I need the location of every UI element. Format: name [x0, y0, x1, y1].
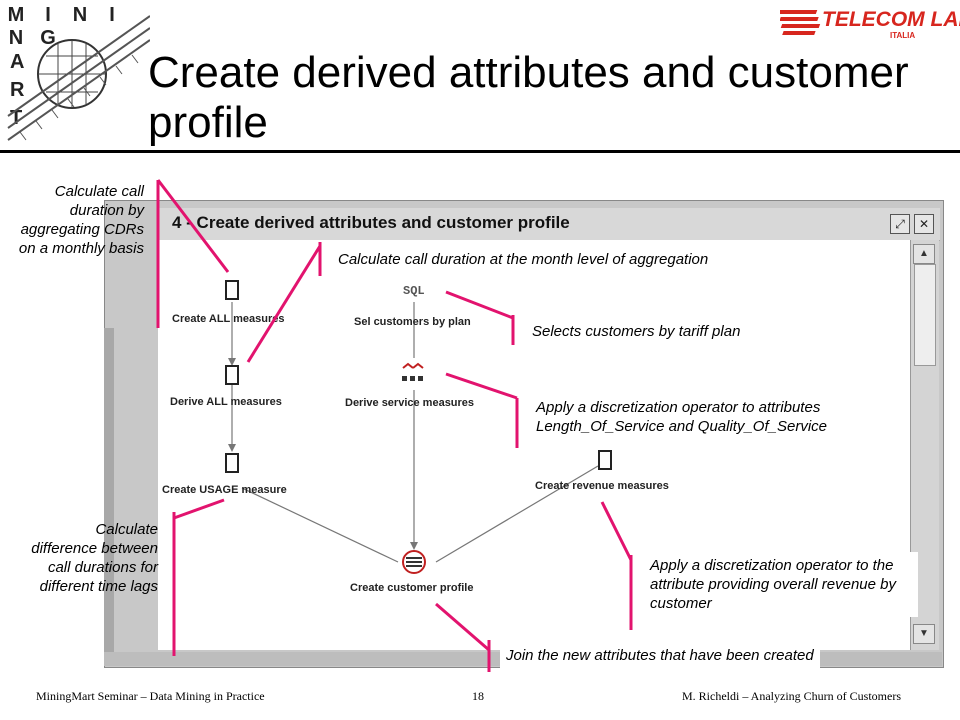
node-create-customer-profile[interactable]: Create customer profile — [350, 582, 474, 594]
telecom-lab-logo: TELECOM LAB ITALIA — [780, 6, 960, 46]
sql-icon[interactable]: SQL — [403, 284, 425, 298]
annotation-tariff-plan: Selects customers by tariff plan — [532, 323, 741, 340]
annotation-discretize-revenue: Apply a discretization operator to the a… — [644, 552, 918, 617]
workflow-edges — [228, 302, 599, 563]
join-icon[interactable] — [400, 548, 428, 576]
window-titlebar[interactable] — [158, 208, 940, 241]
scroll-down-icon[interactable]: ▼ — [913, 624, 935, 644]
discretization-icon[interactable] — [400, 362, 426, 384]
annotation-difference: Calculate difference between call durati… — [31, 521, 158, 595]
operator-node-icon[interactable] — [225, 453, 239, 473]
close-icon[interactable]: ✕ — [914, 214, 934, 234]
node-create-revenue-measures[interactable]: Create revenue measures — [535, 480, 669, 492]
annotation-discretize-service: Apply a discretization operator to attri… — [536, 399, 827, 435]
page-title: Create derived attributes and customer p… — [148, 48, 909, 147]
node-derive-service-measures[interactable]: Derive service measures — [345, 397, 475, 409]
logo-globe-graphic — [7, 15, 150, 141]
footer-page-number: 18 — [472, 689, 484, 703]
annotation-join: Join the new attributes that have been c… — [500, 642, 820, 669]
operator-node-icon[interactable] — [225, 280, 239, 300]
brand-sub: ITALIA — [890, 31, 916, 40]
footer-right: M. Richeldi – Analyzing Churn of Custome… — [682, 689, 901, 703]
node-derive-all-measures[interactable]: Derive ALL measures — [170, 396, 282, 408]
node-sel-customers-by-plan[interactable]: Sel customers by plan — [354, 316, 471, 328]
brand-main: TELECOM LAB — [822, 8, 960, 31]
title-divider — [0, 150, 960, 153]
window-title: 4 - Create derived attributes and custom… — [172, 213, 570, 232]
annotation-month-level: Calculate call duration at the month lev… — [338, 251, 709, 268]
window-left-frame — [104, 328, 114, 666]
operator-node-icon[interactable] — [598, 450, 612, 470]
footer-left: MiningMart Seminar – Data Mining in Prac… — [36, 689, 265, 703]
restore-icon[interactable]: ⤢ — [890, 214, 910, 234]
operator-node-icon[interactable] — [225, 365, 239, 385]
node-create-all-measures[interactable]: Create ALL measures — [172, 313, 285, 325]
telecom-stripes-graphic — [780, 10, 821, 35]
annotation-call-duration-aggregate: Calculate call duration by aggregating C… — [18, 183, 144, 257]
node-create-usage-measure[interactable]: Create USAGE measure — [162, 484, 287, 496]
scroll-up-icon[interactable]: ▲ — [913, 244, 935, 264]
scroll-thumb[interactable] — [914, 264, 936, 366]
